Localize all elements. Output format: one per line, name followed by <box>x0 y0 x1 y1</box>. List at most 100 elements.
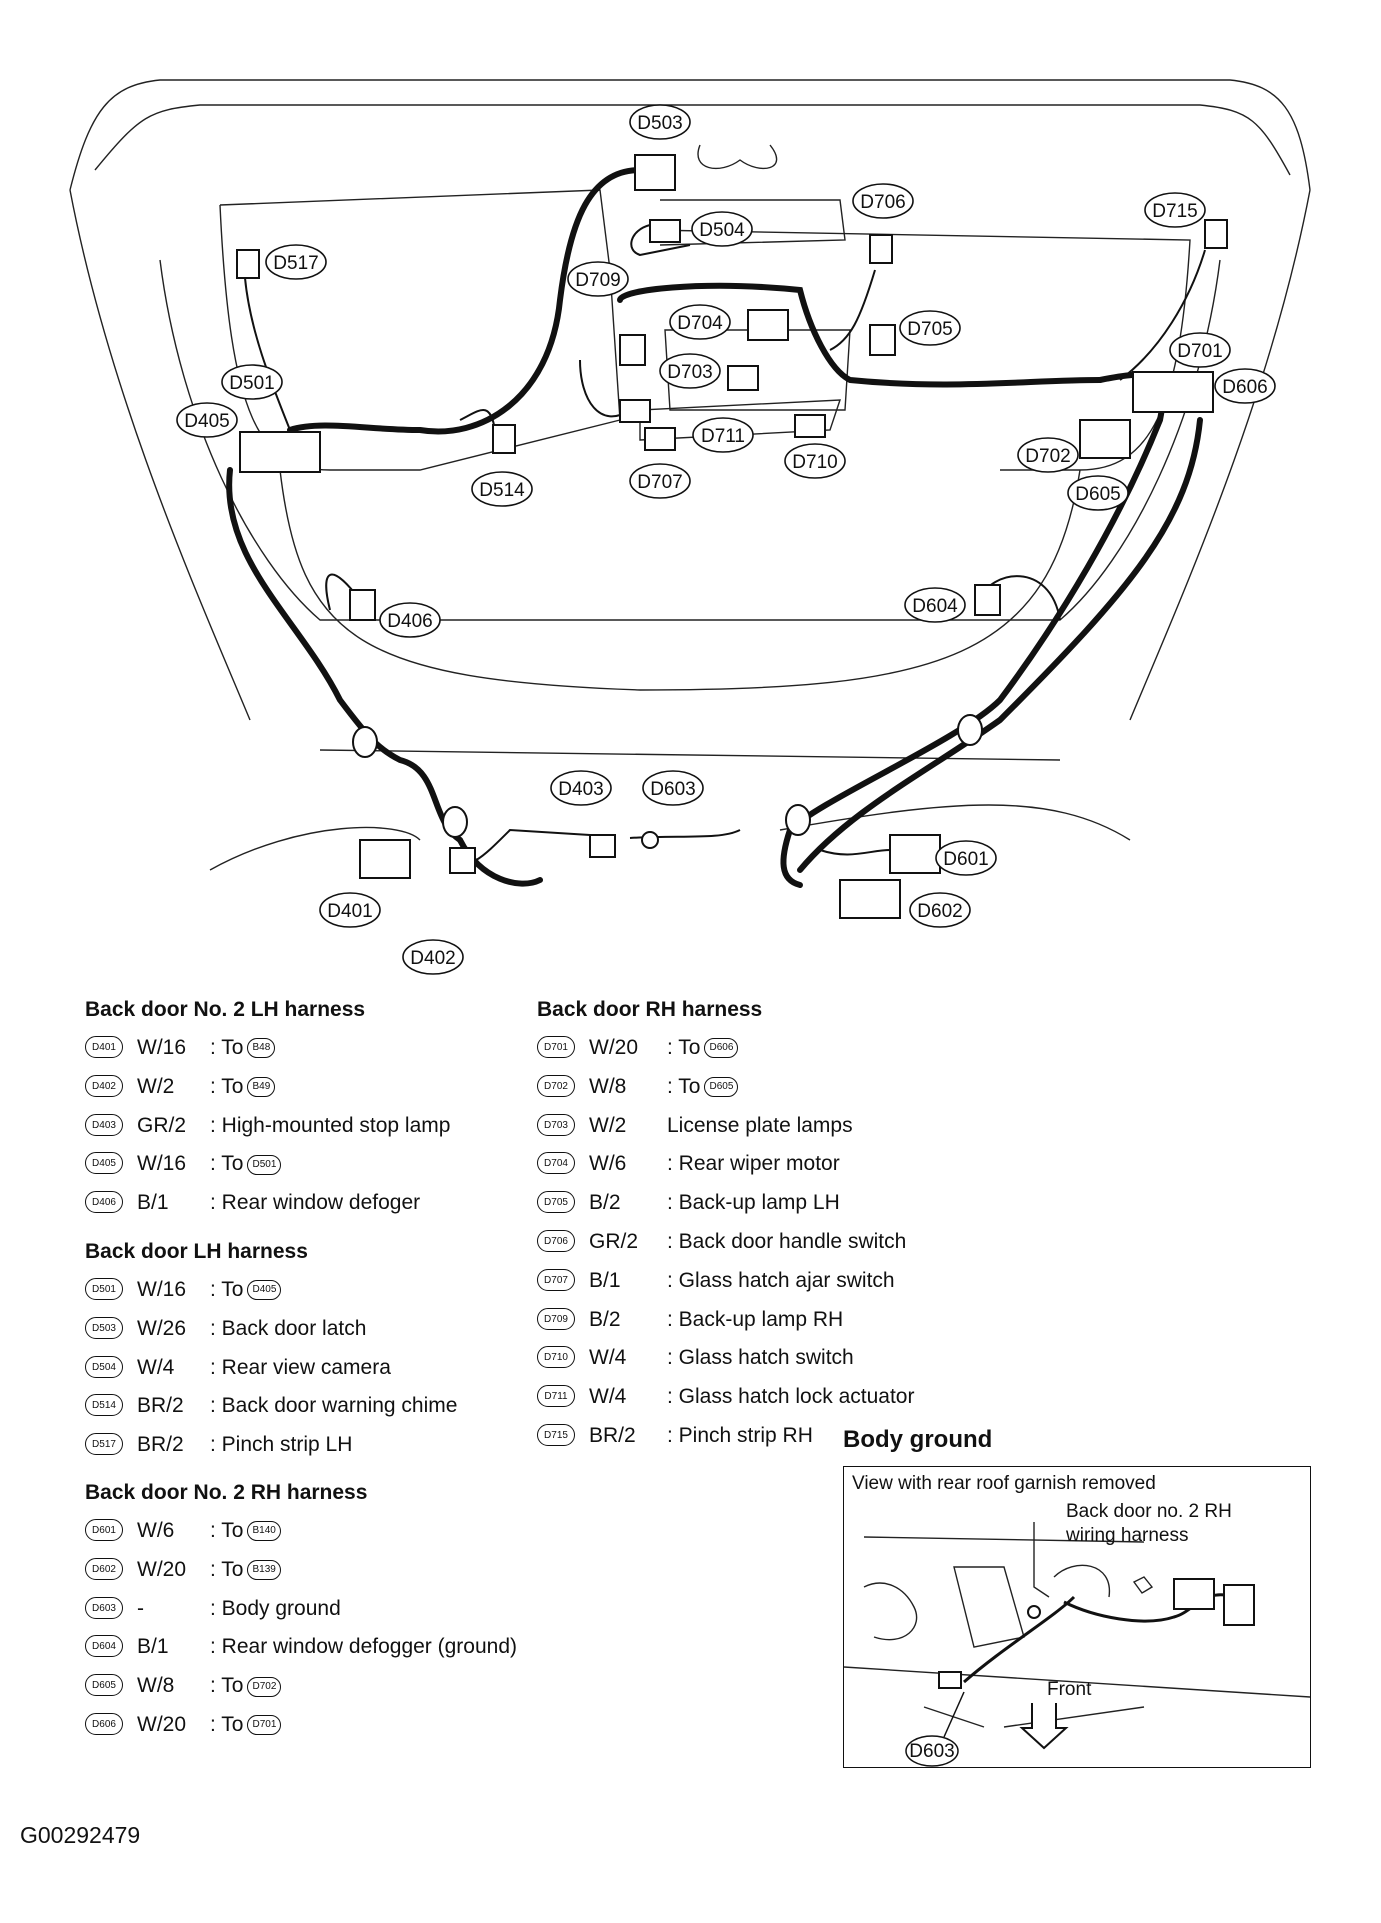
connector-code: D704 <box>537 1152 575 1175</box>
wire-spec: W/2 <box>137 1074 175 1098</box>
description: License plate lamps <box>667 1113 853 1137</box>
connector-code: D702 <box>537 1074 575 1097</box>
connector-label-d402: D402 <box>402 939 464 975</box>
svg-text:D603: D603 <box>650 779 695 800</box>
wire-spec: W/20 <box>589 1036 639 1059</box>
wire-spec: BR/2 <box>137 1433 184 1457</box>
connector-code: D709 <box>537 1307 575 1330</box>
to-prefix: : To <box>210 1557 244 1581</box>
connector-label-d406: D406 <box>379 602 441 638</box>
description: : Glass hatch ajar switch <box>667 1268 895 1292</box>
connector-code: D710 <box>537 1346 575 1369</box>
description: : Pinch strip LH <box>210 1433 353 1457</box>
connector-code: D703 <box>537 1113 575 1136</box>
svg-text:D504: D504 <box>699 220 745 241</box>
ref-connector: B48 <box>247 1038 276 1059</box>
connector-code: D705 <box>537 1191 575 1214</box>
description: : Back-up lamp RH <box>667 1307 844 1331</box>
destination: License plate lamps <box>667 1111 853 1141</box>
connector-code: D503 <box>85 1316 123 1339</box>
ref-connector: D605 <box>704 1077 739 1098</box>
connector-label-d702: D702 <box>1017 437 1079 473</box>
svg-text:D707: D707 <box>637 472 682 493</box>
connector-label-d605: D605 <box>1067 475 1129 511</box>
connector-code: D605 <box>85 1674 123 1697</box>
description: : Rear window defoger <box>210 1191 421 1215</box>
wire-spec: W/8 <box>589 1074 627 1098</box>
connector-label-d604: D604 <box>904 587 966 623</box>
description: : Glass hatch switch <box>667 1346 854 1370</box>
connector-label-d504: D504 <box>691 211 753 247</box>
connector-code: D406 <box>85 1191 123 1214</box>
connector-code: D601 <box>85 1519 123 1541</box>
svg-text:D601: D601 <box>943 849 988 870</box>
destination: : Back-up lamp RH <box>667 1305 843 1335</box>
wire-spec: BR/2 <box>137 1394 184 1418</box>
connector-code: D517 <box>85 1433 123 1456</box>
description: : Glass hatch lock actuator <box>667 1385 915 1409</box>
connector-code: D403 <box>85 1113 123 1136</box>
connector-code: D405 <box>85 1152 123 1175</box>
svg-text:D705: D705 <box>907 319 952 340</box>
wire-spec: W/20 <box>137 1713 187 1736</box>
description: : Back door handle switch <box>667 1230 907 1253</box>
legend-title-lh: Back door LH harness <box>85 1240 308 1263</box>
ref-connector: B139 <box>247 1560 281 1581</box>
connector-code: D606 <box>85 1713 123 1735</box>
svg-text:D715: D715 <box>1152 201 1197 222</box>
wire-spec: B/1 <box>137 1635 169 1659</box>
to-prefix: : To <box>210 1152 244 1176</box>
wire-spec: GR/2 <box>589 1230 639 1253</box>
wire-spec: W/4 <box>589 1346 627 1370</box>
svg-text:D514: D514 <box>479 480 525 501</box>
description: : Rear view camera <box>210 1355 391 1379</box>
wire-spec: BR/2 <box>589 1424 636 1447</box>
to-prefix: : To <box>667 1036 701 1059</box>
svg-text:D709: D709 <box>575 270 620 291</box>
connector-label-d403: D403 <box>550 770 612 806</box>
connector-label-d705: D705 <box>899 310 961 346</box>
wire-spec: W/4 <box>589 1385 627 1409</box>
connector-label-d701: D701 <box>1169 332 1231 368</box>
to-prefix: : To <box>667 1074 701 1098</box>
wire-spec: GR/2 <box>137 1113 187 1137</box>
description: : Rear wiper motor <box>667 1152 840 1176</box>
wire-spec: W/6 <box>137 1519 175 1542</box>
connector-label-d704: D704 <box>669 304 731 340</box>
connector-code: D603 <box>85 1596 123 1619</box>
inset-drawing: Back door no. 2 RH wiring harness Front … <box>844 1501 1310 1767</box>
body-ground-inset: View with rear roof garnish removed Back… <box>843 1466 1311 1768</box>
destination: : Back door warning chime <box>210 1391 457 1421</box>
ref-connector: D701 <box>247 1715 282 1736</box>
to-prefix: : To <box>210 1036 244 1059</box>
svg-text:D401: D401 <box>327 901 372 922</box>
to-prefix: : To <box>210 1278 244 1301</box>
description: : Rear window defogger (ground) <box>210 1635 518 1659</box>
connector-code: D701 <box>537 1036 575 1058</box>
inset-harness-label-2: wiring harness <box>1065 1525 1189 1546</box>
connector-code: D707 <box>537 1268 575 1291</box>
to-prefix: : To <box>210 1713 244 1736</box>
description: : Back door latch <box>210 1316 367 1340</box>
connector-label-d401: D401 <box>319 892 381 928</box>
ref-connector: B140 <box>247 1521 281 1542</box>
svg-text:D710: D710 <box>792 452 837 473</box>
wire-spec: B/2 <box>589 1191 621 1215</box>
wire-spec: - <box>137 1596 144 1620</box>
destination: : Rear view camera <box>210 1353 391 1383</box>
legend-title-rh: Back door RH harness <box>537 998 763 1021</box>
connector-bodies <box>236 154 1228 919</box>
to-prefix: : To <box>210 1674 244 1698</box>
svg-text:D711: D711 <box>701 426 745 447</box>
wire-spec: W/2 <box>589 1113 627 1137</box>
connector-code: D514 <box>85 1394 123 1417</box>
